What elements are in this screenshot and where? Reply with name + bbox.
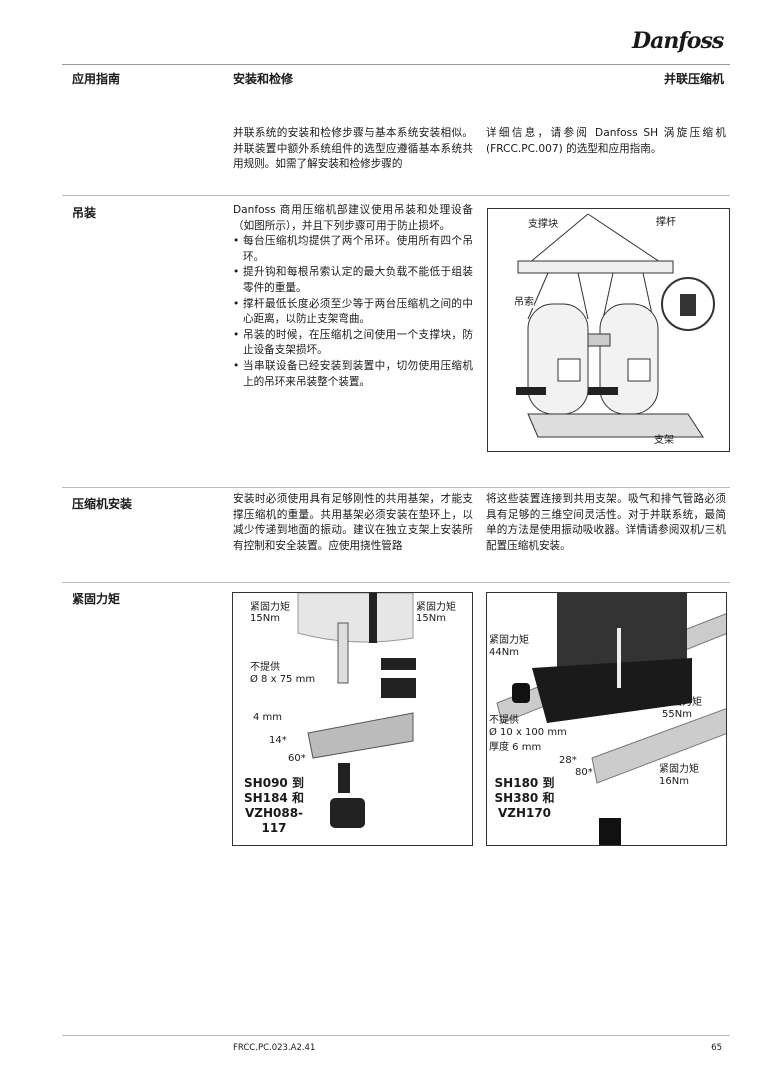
not-supplied-label: 不提供: [489, 715, 519, 726]
section-title-mounting: 压缩机安装: [72, 497, 133, 511]
list-item: 撑杆最低长度必须至少等于两台压缩机之间的中心距离，以防止支架弯曲。: [233, 297, 473, 328]
mounting-col1: 安装时必须使用具有足够刚性的共用基架，才能支撑压缩机的重量。共用基架必须安装在垫…: [233, 493, 473, 552]
label-frame: 支架: [654, 435, 674, 446]
torque-label-3: 紧固力矩: [659, 764, 699, 775]
danfoss-logo: Danfoss: [632, 28, 724, 54]
divider: [62, 487, 730, 488]
model-line: VZH170: [497, 806, 552, 820]
torque-figure-2: 紧固力矩 44Nm 紧固力矩 55Nm 不提供 Ø 10 x 100 mm 厚度…: [486, 592, 727, 846]
torque-value-3: 16Nm: [659, 776, 689, 787]
lifting-illustration: [516, 213, 715, 438]
footer-divider: [62, 1035, 730, 1036]
bolt-size: Ø 10 x 100 mm: [489, 727, 567, 738]
model-line: SH184 和: [244, 791, 304, 805]
mounting-illustration-small: [297, 593, 416, 828]
model-range: SH090 到 SH184 和 VZH088-117: [233, 776, 315, 836]
divider: [62, 582, 730, 583]
label-spreader-bar: 撑杆: [656, 217, 676, 228]
torque-value-1: 15Nm: [250, 613, 280, 624]
torque-label-1: 紧固力矩: [489, 635, 529, 646]
torque-value-2: 15Nm: [416, 613, 446, 624]
mounting-col2: 将这些装置连接到共用支架。吸气和排气管路必须具有足够的三维空间灵活性。对于并联系…: [486, 493, 726, 552]
list-item: 当串联设备已经安装到装置中，切勿使用压缩机上的吊环来吊装整个装置。: [233, 359, 473, 390]
divider: [62, 195, 730, 196]
document-code: FRCC.PC.023.A2.41: [233, 1043, 316, 1053]
header-divider: [62, 64, 730, 65]
dimension-14: 14*: [269, 735, 287, 746]
page-number: 65: [711, 1043, 722, 1053]
torque-figure-1: 紧固力矩 15Nm 紧固力矩 15Nm 不提供 Ø 8 x 75 mm 4 mm…: [232, 592, 473, 846]
mounting-illustration-large: [496, 593, 726, 845]
torque-value-1: 44Nm: [489, 647, 519, 658]
bolt-size: Ø 8 x 75 mm: [250, 674, 316, 685]
model-range: SH180 到 SH380 和 VZH170: [492, 776, 557, 821]
header-center: 安装和检修: [233, 72, 294, 86]
list-item: 每台压缩机均提供了两个吊环。使用所有四个吊环。: [233, 234, 473, 265]
section-title-lifting: 吊装: [72, 206, 97, 220]
model-line: SH090 到: [244, 776, 304, 790]
torque-label-1: 紧固力矩: [250, 602, 290, 613]
dimension-60: 60*: [288, 753, 306, 764]
lifting-figure: 支撑块 撑杆 吊索 支架: [487, 208, 730, 452]
header-right: 并联压缩机: [663, 72, 724, 86]
list-item: 提升钩和每根吊索认定的最大负载不能低于组装零件的重量。: [233, 265, 473, 296]
model-line: SH380 和: [494, 791, 555, 805]
model-line: VZH088-117: [244, 806, 304, 835]
lifting-text: Danfoss 商用压缩机部建议使用吊装和处理设备（如图所示），并且下列步骤可用…: [233, 203, 473, 390]
section-title-torque: 紧固力矩: [72, 592, 121, 606]
list-item: 吊装的时候，在压缩机之间使用一个支撑块，防止设备支架损坏。: [233, 328, 473, 359]
torque-value-2: 55Nm: [662, 709, 692, 720]
torque-label-2: 紧固力矩: [662, 697, 702, 708]
label-sling: 吊索: [514, 297, 534, 308]
intro-col1: 并联系统的安装和检修步骤与基本系统安装相似。并联装置中额外系统组件的选型应遵循基…: [233, 127, 473, 171]
header-left: 应用指南: [72, 72, 121, 86]
label-support-block: 支撑块: [528, 219, 558, 230]
intro-col2: 详细信息，请参阅 Danfoss SH 涡旋压缩机 (FRCC.PC.007) …: [486, 127, 726, 155]
lifting-lead: Danfoss 商用压缩机部建议使用吊装和处理设备（如图所示），并且下列步骤可用…: [233, 204, 473, 232]
thickness-label: 厚度 6 mm: [489, 742, 542, 753]
model-line: SH180 到: [494, 776, 555, 790]
torque-label-2: 紧固力矩: [416, 602, 456, 613]
dimension-28: 28*: [559, 755, 577, 766]
not-supplied-label: 不提供: [250, 662, 280, 673]
thickness-label: 4 mm: [253, 712, 283, 723]
dimension-80: 80*: [575, 767, 593, 778]
